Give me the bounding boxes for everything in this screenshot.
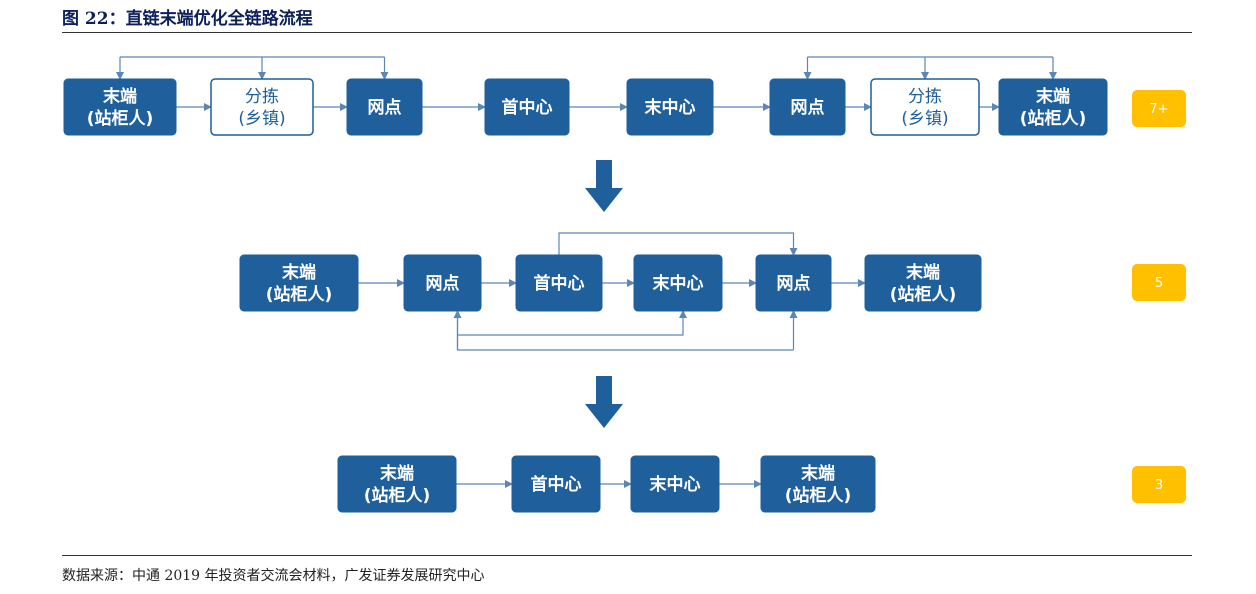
node-label: 网点 [791, 97, 825, 118]
node-box [998, 78, 1108, 136]
node-label: 首中心 [531, 474, 582, 495]
badge-label: 3 [1155, 478, 1163, 493]
bypass-arrow [457, 310, 687, 336]
badge-box [1132, 90, 1186, 127]
node-label: 末中心 [645, 97, 696, 118]
node-box [755, 254, 832, 312]
step-badge: 3 [1132, 466, 1186, 503]
node-box [864, 254, 982, 312]
node-label: 末中心 [653, 273, 704, 294]
node-box [210, 78, 314, 136]
node-label: 末中心 [650, 474, 701, 495]
bypass-line [456, 311, 794, 351]
node-box [630, 455, 720, 513]
node-box [760, 455, 876, 513]
node-box [633, 254, 723, 312]
node-label: (站柜人) [87, 108, 154, 129]
down-arrow [585, 160, 623, 212]
node-box [337, 455, 457, 513]
step-badge: 7+ [1132, 90, 1186, 127]
badge-box [1132, 466, 1186, 503]
node-box [403, 254, 482, 312]
node-label: 分拣 [908, 87, 942, 107]
node-box [515, 254, 603, 312]
top-rule [62, 32, 1192, 33]
bypass-arrow [558, 232, 798, 256]
node-label: (乡镇) [901, 109, 948, 129]
node-label: 首中心 [502, 97, 553, 118]
node-r2-origin-center: 首中心 [515, 254, 603, 312]
figure-title: 图 22：直链末端优化全链路流程 [62, 9, 313, 29]
node-r1-terminal-a: 末端(站柜人) [63, 78, 177, 136]
bottom-rule [62, 555, 1192, 556]
node-label: 网点 [777, 273, 811, 294]
node-box [769, 78, 846, 136]
connectors [116, 56, 1057, 488]
node-label: (站柜人) [266, 284, 333, 305]
node-r3-terminal-a: 末端(站柜人) [337, 455, 457, 513]
badge-box [1132, 264, 1186, 301]
node-label: 末端 [906, 262, 940, 283]
figure-title-text: 直链末端优化全链路流程 [125, 9, 313, 29]
node-r2-outlet-b: 网点 [755, 254, 832, 312]
transition-arrows [585, 160, 623, 428]
node-r1-terminal-b: 末端(站柜人) [998, 78, 1108, 136]
node-box [870, 78, 980, 136]
node-box [239, 254, 359, 312]
node-label: (乡镇) [238, 109, 285, 129]
node-label: 末端 [1036, 86, 1070, 107]
node-label: 末端 [801, 463, 835, 484]
node-r1-outlet-a: 网点 [346, 78, 423, 136]
node-label: 网点 [426, 273, 460, 294]
node-box [484, 78, 570, 136]
node-label: 末端 [380, 463, 414, 484]
node-r1-origin-center: 首中心 [484, 78, 570, 136]
node-r2-outlet-a: 网点 [403, 254, 482, 312]
node-r2-terminal-center: 末中心 [633, 254, 723, 312]
badge-label: 7+ [1149, 102, 1168, 117]
source-note: 数据来源：中通 2019 年投资者交流会材料，广发证券发展研究中心 [62, 568, 485, 584]
down-arrow [585, 376, 623, 428]
node-box [511, 455, 601, 513]
node-r1-outlet-b: 网点 [769, 78, 846, 136]
node-label: (站柜人) [890, 284, 957, 305]
node-r2-terminal-b: 末端(站柜人) [864, 254, 982, 312]
node-box [626, 78, 714, 136]
node-r1-sort-b: 分拣(乡镇) [870, 78, 980, 136]
step-badge: 5 [1132, 264, 1186, 301]
node-label: 末端 [282, 262, 316, 283]
node-label: 末端 [103, 86, 137, 107]
node-box [346, 78, 423, 136]
node-r1-sort-a: 分拣(乡镇) [210, 78, 314, 136]
step-badges: 7+ 5 3 [1132, 90, 1186, 503]
node-label: (站柜人) [1020, 108, 1087, 129]
node-box [63, 78, 177, 136]
node-label: (站柜人) [785, 485, 852, 506]
node-r1-terminal-center: 末中心 [626, 78, 714, 136]
node-r3-origin-center: 首中心 [511, 455, 601, 513]
node-r2-terminal-a: 末端(站柜人) [239, 254, 359, 312]
node-label: 首中心 [534, 273, 585, 294]
node-label: 分拣 [245, 87, 279, 107]
node-r3-terminal-center: 末中心 [630, 455, 720, 513]
node-label: 网点 [368, 97, 402, 118]
nodes: 末端(站柜人)分拣(乡镇)网点首中心末中心网点分拣(乡镇)末端(站柜人)末端(站… [63, 78, 1108, 513]
badge-label: 5 [1155, 276, 1163, 291]
figure-label: 图 22 [62, 9, 109, 29]
node-r3-terminal-b: 末端(站柜人) [760, 455, 876, 513]
node-label: (站柜人) [364, 485, 431, 506]
